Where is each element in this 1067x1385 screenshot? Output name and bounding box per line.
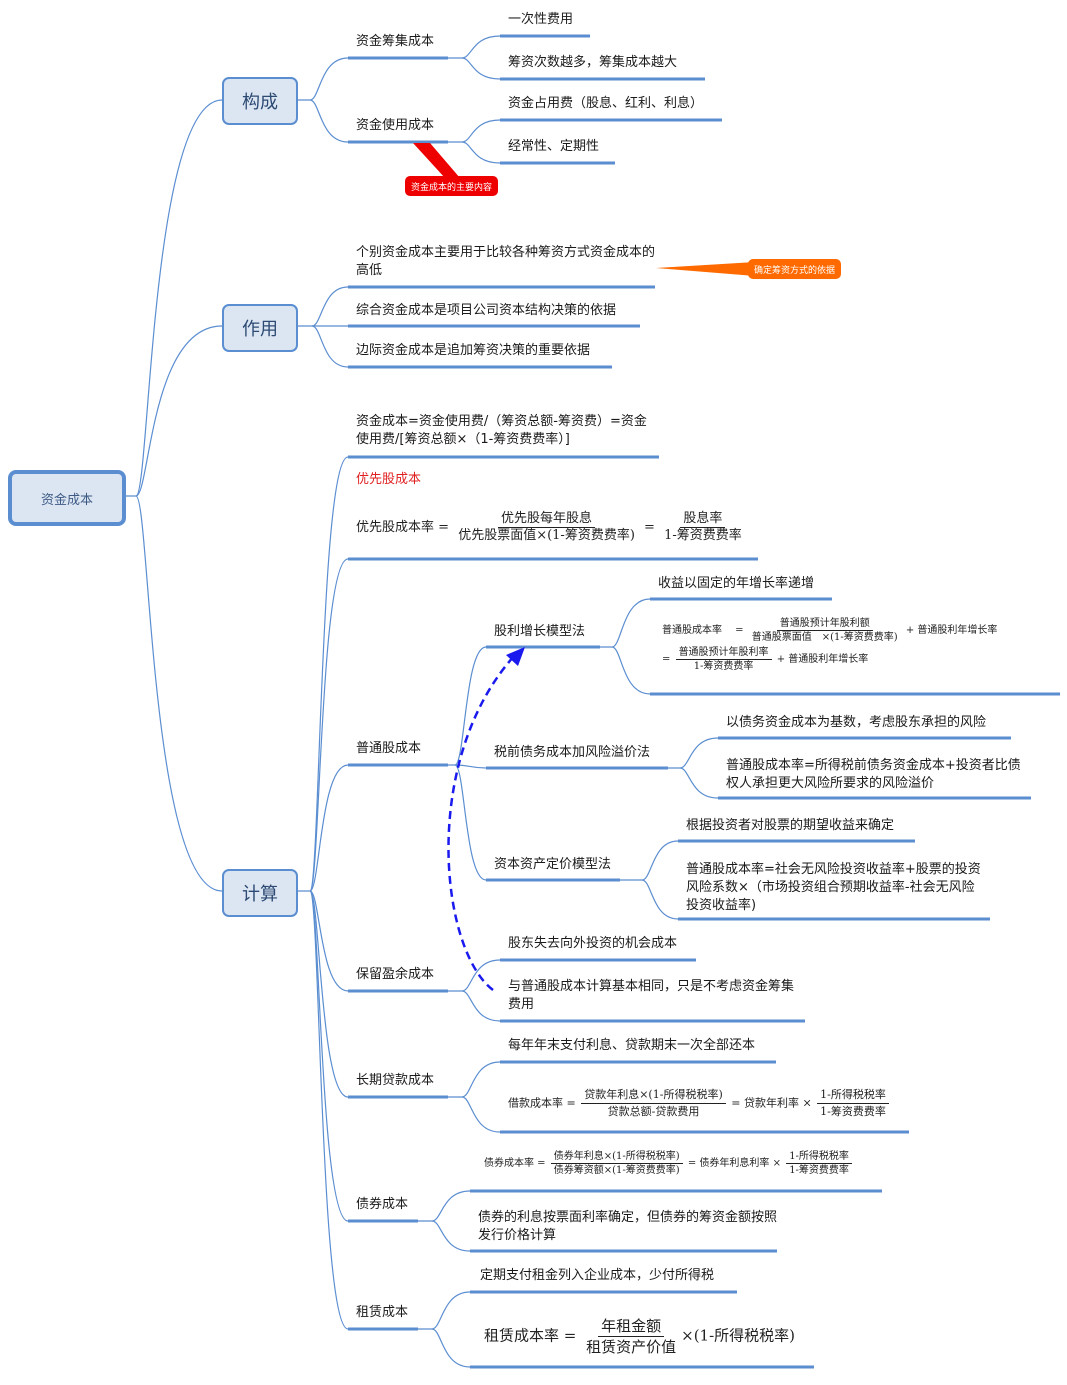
node-dividend-growth-note[interactable]: 收益以固定的年增长率递增	[658, 576, 815, 591]
formula-lease[interactable]: 租赁成本率 = 年租金额租赁资产价值×(1-所得税税率)	[484, 1316, 796, 1357]
formula-loan[interactable]: 借款成本率 = 贷款年利息×(1-所得税税率)贷款总额-贷款费用 = 贷款年利率…	[508, 1087, 891, 1120]
denominator: 租赁资产价值	[586, 1338, 677, 1356]
node-usage-cost-child[interactable]: 经常性、定期性	[508, 139, 600, 154]
numerator: 普通股预计年股利率	[675, 646, 772, 660]
arrowhead-icon	[506, 647, 525, 666]
node-risk-premium[interactable]: 税前债务成本加风险溢价法	[494, 745, 651, 760]
formula-bond[interactable]: 债券成本率 = 债券年利息×(1-所得税税率)债券筹资额×(1-筹资费费率) =…	[484, 1150, 854, 1177]
fraction: 贷款年利息×(1-所得税税率)贷款总额-贷款费用	[581, 1087, 726, 1120]
formula-lhs: 债券成本率	[484, 1158, 534, 1169]
numerator: 1-所得税税率	[786, 1150, 852, 1164]
topic-function-label: 作用	[242, 319, 278, 340]
fraction: 普通股预计年股利额普通股票面值 ×(1-筹资费费率)	[749, 617, 901, 644]
formula-term: ×(1-所得税税率)	[681, 1326, 796, 1345]
denominator: 1-筹资费费率	[693, 661, 754, 672]
fraction: 优先股每年股息优先股票面值×(1-筹资费费率)	[455, 511, 638, 544]
topic-composition-label: 构成	[242, 92, 278, 113]
fraction: 债券年利息×(1-所得税税率)债券筹资额×(1-筹资费费率)	[550, 1150, 683, 1177]
formula-lhs: 普通股成本率	[662, 625, 722, 636]
numerator: 年租金额	[598, 1316, 665, 1337]
node-function-item[interactable]: 个别资金成本主要用于比较各种筹资方式资金成本的高低	[356, 245, 656, 278]
topic-function[interactable]: 作用	[222, 304, 298, 352]
numerator: 优先股每年股息	[498, 511, 596, 528]
node-lease-note[interactable]: 定期支付租金列入企业成本，少付所得税	[480, 1268, 715, 1283]
node-general-formula[interactable]: 资金成本=资金使用费/（筹资总额-筹资费）=资金使用费/[筹资总额×（1-筹资费…	[356, 414, 647, 447]
node-common-stock[interactable]: 普通股成本	[356, 741, 422, 756]
formula-term: + 普通股利年增长率	[905, 625, 998, 636]
numerator: 普通股预计年股利额	[776, 617, 873, 631]
node-function-item[interactable]: 综合资金成本是项目公司资本结构决策的依据	[356, 303, 617, 318]
node-retained-child[interactable]: 股东失去向外投资的机会成本	[508, 936, 678, 951]
node-retained-child[interactable]: 与普通股成本计算基本相同，只是不考虑资金筹集费用	[508, 979, 795, 1012]
formula-lhs: 优先股成本率	[356, 520, 435, 535]
denominator: 债券筹资额×(1-筹资费费率)	[553, 1165, 680, 1176]
formula-lhs: 租赁成本率	[484, 1326, 560, 1345]
numerator: 贷款年利息×(1-所得税税率)	[581, 1087, 726, 1104]
denominator: 1-筹资费费率	[820, 1105, 886, 1118]
topic-calculation-label: 计算	[242, 884, 278, 905]
root-label: 资金成本	[40, 492, 93, 508]
node-risk-premium-note[interactable]: 以债务资金成本为基数，考虑股东承担的风险	[726, 715, 987, 730]
formula-lhs: 借款成本率	[508, 1096, 563, 1110]
node-risk-premium-formula[interactable]: 普通股成本率=所得税前债务资金成本+投资者比债权人承担更大风险所要求的风险溢价	[726, 758, 1021, 791]
node-dividend-growth[interactable]: 股利增长模型法	[494, 624, 586, 639]
numerator: 股息率	[680, 511, 726, 528]
node-bond-note[interactable]: 债券的利息按票面利率确定，但债券的筹资金额按照发行价格计算	[478, 1210, 778, 1243]
denominator: 1-筹资费费率	[789, 1165, 849, 1176]
denominator: 普通股票面值 ×(1-筹资费费率)	[751, 632, 898, 643]
fraction: 年租金额租赁资产价值	[583, 1316, 679, 1357]
formula-term: 贷款年利率	[743, 1096, 799, 1110]
node-capm-formula[interactable]: 普通股成本率=社会无风险投资收益率+股票的投资风险系数×（市场投资组合预期收益率…	[686, 862, 981, 913]
node-raising-cost-child[interactable]: 一次性费用	[508, 12, 574, 27]
callout-pointer-red	[413, 143, 460, 178]
node-raising-cost[interactable]: 资金筹集成本	[356, 34, 435, 49]
denominator: 贷款总额-贷款费用	[607, 1105, 700, 1118]
node-preferred-title[interactable]: 优先股成本	[356, 472, 422, 487]
relation-arrow	[447, 654, 516, 991]
node-retained-earnings[interactable]: 保留盈余成本	[356, 967, 435, 982]
topic-composition[interactable]: 构成	[222, 77, 298, 125]
formula-term: + 普通股利年增长率	[776, 654, 869, 665]
node-function-item[interactable]: 边际资金成本是追加筹资决策的重要依据	[356, 343, 591, 358]
node-usage-cost-child[interactable]: 资金占用费（股息、红利、利息）	[508, 96, 704, 111]
node-capm-note[interactable]: 根据投资者对股票的期望收益来确定	[686, 818, 895, 833]
node-bond[interactable]: 债券成本	[356, 1197, 409, 1212]
callout-pointer-orange	[656, 262, 755, 276]
formula-term: 债券年利息利率	[699, 1158, 770, 1169]
node-usage-cost[interactable]: 资金使用成本	[356, 118, 435, 133]
root-topic[interactable]: 资金成本	[8, 470, 126, 526]
node-loan-note[interactable]: 每年年末支付利息、贷款期末一次全部还本	[508, 1038, 756, 1053]
callout-financing-basis: 确定筹资方式的依据	[748, 259, 842, 279]
node-capm[interactable]: 资本资产定价模型法	[494, 857, 612, 872]
node-long-term-loan[interactable]: 长期贷款成本	[356, 1073, 435, 1088]
formula-dividend-growth[interactable]: 普通股成本率 = 普通股预计年股利额普通股票面值 ×(1-筹资费费率) + 普通…	[662, 617, 998, 673]
denominator: 1-筹资费费率	[664, 528, 742, 543]
node-raising-cost-child[interactable]: 筹资次数越多，筹集成本越大	[508, 55, 678, 70]
numerator: 1-所得税税率	[817, 1087, 889, 1104]
denominator: 优先股票面值×(1-筹资费费率)	[458, 528, 635, 543]
callout-main-content: 资金成本的主要内容	[405, 176, 499, 196]
topic-calculation[interactable]: 计算	[222, 869, 298, 917]
numerator: 债券年利息×(1-所得税税率)	[550, 1150, 683, 1164]
node-lease[interactable]: 租赁成本	[356, 1305, 409, 1320]
